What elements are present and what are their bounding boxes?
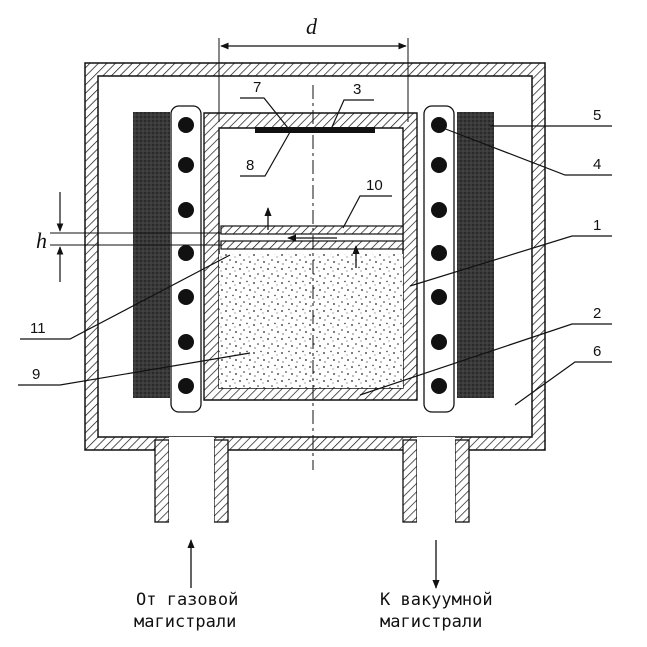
dimension-h-label: h — [36, 228, 47, 253]
callout-4: 4 — [593, 156, 601, 173]
coil-turn-right-2 — [431, 157, 447, 173]
coil-turn-left-2 — [178, 157, 194, 173]
vacuum-outlet-pipe — [402, 437, 470, 523]
powder-charge — [219, 254, 403, 388]
coil-turn-right-3 — [431, 202, 447, 218]
callout-7: 7 — [253, 79, 261, 96]
callout-8: 8 — [246, 157, 254, 174]
coil-turn-left-7 — [178, 378, 194, 394]
coil-turn-right-7 — [431, 378, 447, 394]
callout-3: 3 — [353, 81, 361, 98]
coil-turn-right-6 — [431, 334, 447, 350]
callout-9: 9 — [32, 366, 40, 383]
coil-turn-left-1 — [178, 117, 194, 133]
dimension-h: h — [36, 192, 221, 282]
substrate-holder — [255, 127, 375, 133]
coil-turn-left-4 — [178, 245, 194, 261]
callout-labels: 7 3 8 10 5 4 1 2 6 11 9 — [30, 79, 601, 383]
gas-inlet-caption-line2: магистрали — [134, 612, 236, 632]
gas-inlet-pipe — [154, 437, 229, 523]
callout-2: 2 — [593, 305, 601, 322]
dimension-d-label: d — [306, 14, 318, 39]
outer-chamber — [84, 62, 546, 451]
callout-5: 5 — [593, 107, 601, 124]
vacuum-outlet-caption-line2: магистрали — [380, 612, 482, 632]
coil-turn-left-3 — [178, 202, 194, 218]
coil-turn-left-5 — [178, 289, 194, 305]
leader-lines — [18, 97, 612, 406]
callout-10: 10 — [366, 177, 383, 194]
lower-plate — [220, 240, 404, 250]
callout-1: 1 — [593, 217, 601, 234]
heater-right — [457, 112, 494, 398]
callout-6: 6 — [593, 343, 601, 360]
gas-inlet-caption-line1: От газовой — [136, 590, 238, 610]
callout-11: 11 — [30, 320, 46, 337]
upper-plate — [220, 225, 404, 235]
coil-turn-left-6 — [178, 334, 194, 350]
coil-turn-right-4 — [431, 245, 447, 261]
coil-turn-right-1 — [431, 117, 447, 133]
vacuum-outlet-caption-line1: К вакуумной — [380, 590, 493, 610]
heater-left — [133, 112, 170, 398]
coil-turn-right-5 — [431, 289, 447, 305]
dimension-d: d — [218, 14, 409, 122]
